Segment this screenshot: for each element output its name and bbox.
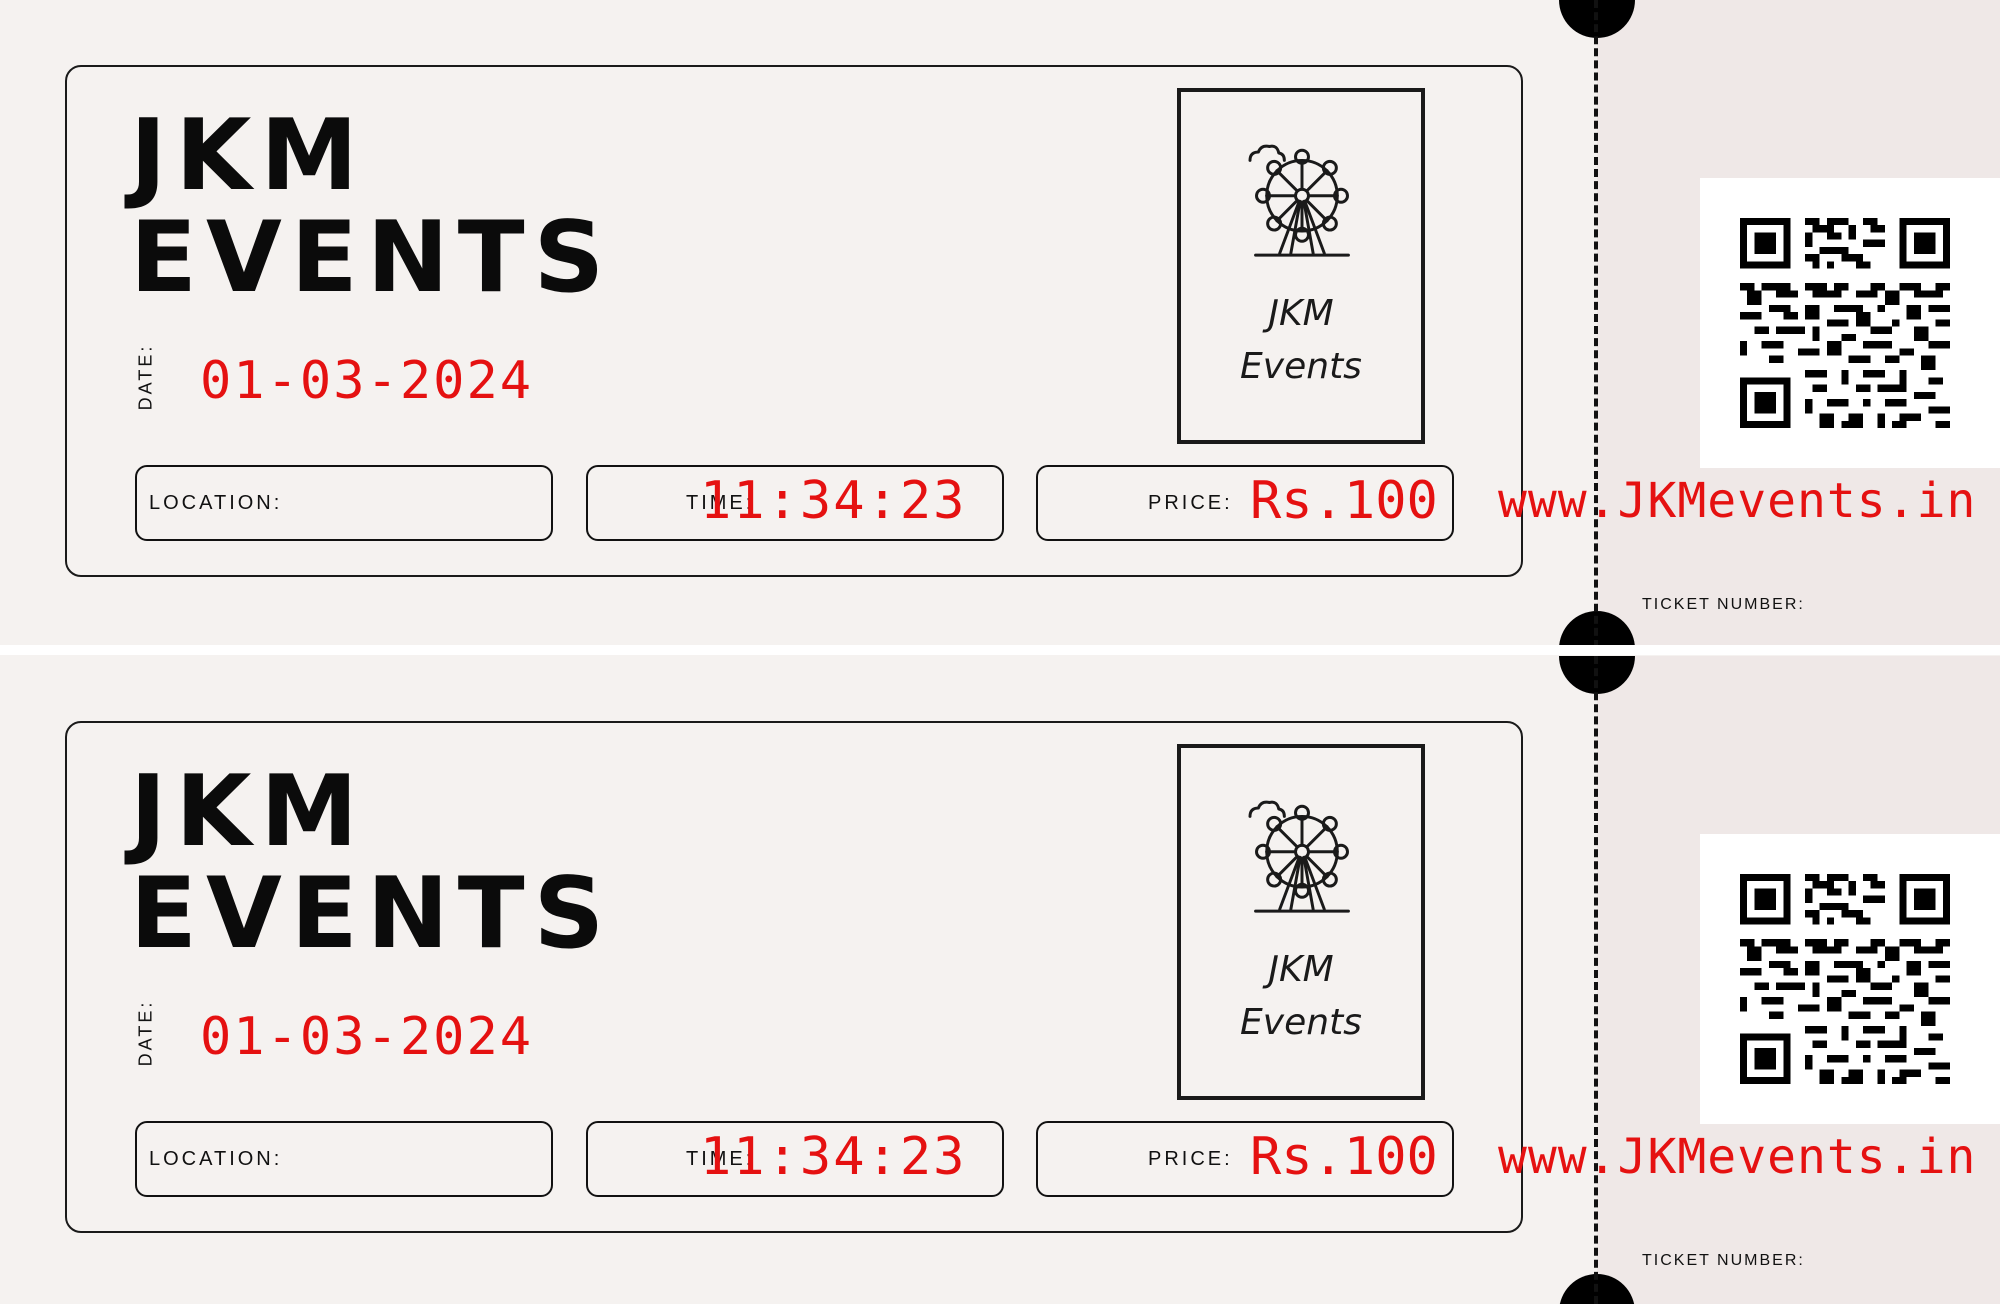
- ticket: JKM EVENTS DATE: 01-03-2024 LOCATION: TI…: [0, 0, 2000, 648]
- ticket: JKM EVENTS DATE: 01-03-2024 LOCATION: TI…: [0, 656, 2000, 1304]
- website-link: www.JKMevents.in: [1498, 1129, 1977, 1185]
- brand-title: JKM EVENTS: [130, 105, 613, 309]
- price-field: PRICE:: [1036, 1121, 1454, 1197]
- time-field: TIME:: [586, 465, 1004, 541]
- logo-line-1: JKM: [1268, 949, 1334, 990]
- logo-line-2: Events: [1240, 346, 1362, 387]
- time-label: TIME:: [686, 492, 755, 514]
- ticket-frame: [65, 721, 1523, 1233]
- location-field: LOCATION:: [135, 465, 553, 541]
- date-value: 01-03-2024: [200, 1007, 534, 1067]
- time-value: 11:34:23: [700, 1127, 967, 1187]
- logo-text: JKM Events: [1181, 943, 1421, 1049]
- qr-code-icon: [1740, 874, 1950, 1084]
- ticket-frame: [65, 65, 1523, 577]
- price-label: PRICE:: [1148, 492, 1233, 514]
- qr-code: [1700, 834, 2000, 1124]
- ferris-wheel-icon: [1237, 140, 1367, 270]
- ticket-number-label: TICKET NUMBER:: [1642, 596, 1805, 613]
- qr-code: [1700, 178, 2000, 468]
- time-label: TIME:: [686, 1148, 755, 1170]
- price-value: Rs.100: [1250, 471, 1438, 531]
- date-value: 01-03-2024: [200, 351, 534, 411]
- price-label: PRICE:: [1148, 1148, 1233, 1170]
- logo-text: JKM Events: [1181, 287, 1421, 393]
- ticket-number-label: TICKET NUMBER:: [1642, 1252, 1805, 1269]
- ferris-wheel-icon: [1237, 796, 1367, 926]
- ticket-divider: [0, 645, 2000, 655]
- brand-line-2: EVENTS: [130, 857, 614, 971]
- website-link: www.JKMevents.in: [1498, 473, 1977, 529]
- brand-line-1: JKM: [130, 99, 367, 213]
- location-label: LOCATION:: [149, 492, 283, 514]
- location-label: LOCATION:: [149, 1148, 283, 1170]
- date-label: DATE:: [135, 343, 156, 411]
- qr-code-icon: [1740, 218, 1950, 428]
- perforation-line: [1594, 656, 1598, 1304]
- time-value: 11:34:23: [700, 471, 967, 531]
- brand-line-2: EVENTS: [130, 201, 614, 315]
- time-field: TIME:: [586, 1121, 1004, 1197]
- location-field: LOCATION:: [135, 1121, 553, 1197]
- date-label: DATE:: [135, 999, 156, 1067]
- price-value: Rs.100: [1250, 1127, 1438, 1187]
- event-logo: JKM Events: [1177, 744, 1425, 1100]
- logo-line-1: JKM: [1268, 293, 1334, 334]
- perforation-line: [1594, 0, 1598, 648]
- brand-title: JKM EVENTS: [130, 761, 613, 965]
- price-field: PRICE:: [1036, 465, 1454, 541]
- event-logo: JKM Events: [1177, 88, 1425, 444]
- logo-line-2: Events: [1240, 1002, 1362, 1043]
- brand-line-1: JKM: [130, 755, 367, 869]
